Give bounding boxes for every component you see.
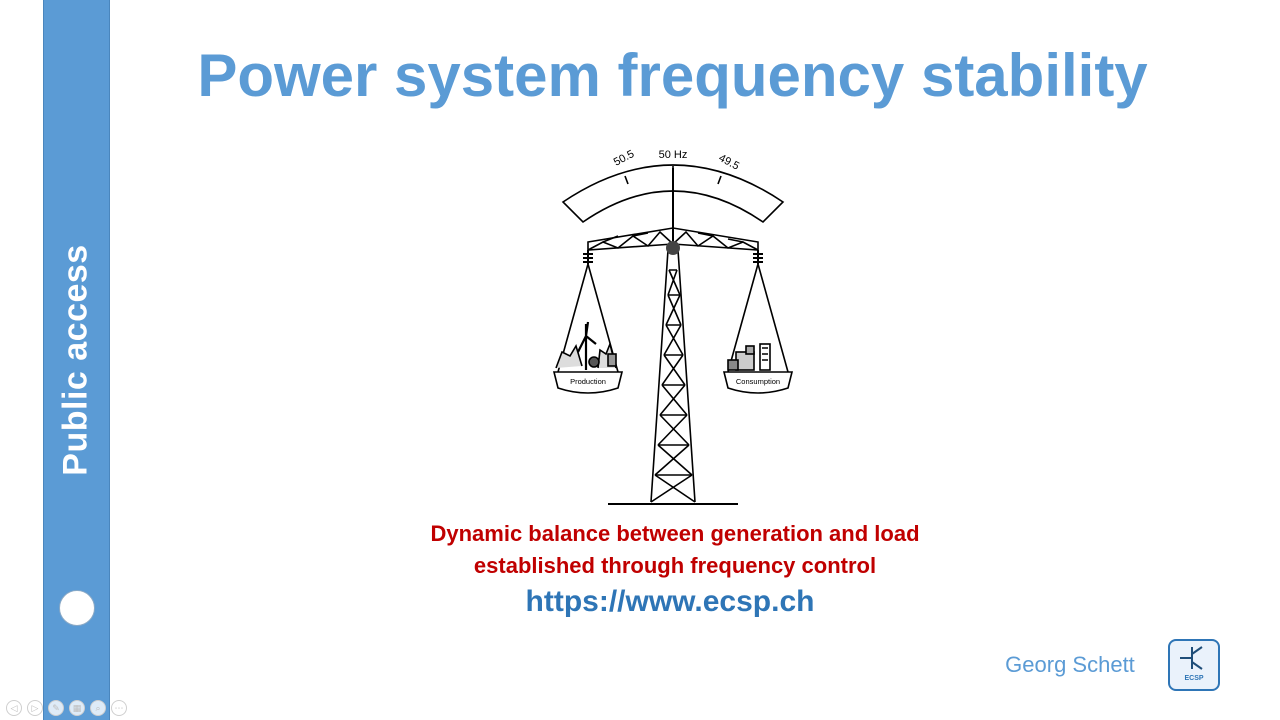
production-pan	[552, 371, 624, 394]
transmission-tower	[608, 249, 738, 505]
gauge-tick-49-5: 49.5	[717, 152, 742, 173]
prev-slide-icon[interactable]: ◁	[6, 700, 22, 716]
presentation-controls: ◁ ▷ ✎ ▦ ⌕ ⋯	[6, 698, 127, 718]
caption: Dynamic balance between generation and l…	[375, 518, 975, 582]
pivot-dot	[666, 241, 680, 255]
slides-icon[interactable]: ▦	[69, 700, 85, 716]
logo-label: ECSP	[1184, 675, 1204, 682]
zoom-icon[interactable]: ⌕	[90, 700, 106, 716]
side-circle	[59, 590, 95, 626]
pen-icon[interactable]: ✎	[48, 700, 64, 716]
author-name: Georg Schett	[1005, 652, 1135, 677]
production-items	[555, 321, 617, 370]
website-link[interactable]: https://www.ecsp.ch	[525, 585, 815, 618]
public-access-label: Public access	[56, 244, 95, 476]
gauge-tick-50hz: 50 Hz	[659, 149, 688, 161]
next-slide-icon[interactable]: ▷	[27, 700, 43, 716]
consumption-items	[727, 343, 771, 371]
frequency-gauge	[561, 164, 785, 224]
transistor-icon	[1180, 646, 1203, 670]
gauge-tick-50-5: 50.5	[612, 148, 637, 169]
right-pan-strings	[727, 263, 789, 373]
more-icon[interactable]: ⋯	[111, 700, 127, 716]
balance-tower-illustration: 50.5 50 Hz 49.5 Production Consumption	[552, 148, 794, 505]
production-label: Production	[570, 377, 606, 386]
consumption-label: Consumption	[736, 377, 780, 386]
caption-line-1: Dynamic balance between generation and l…	[430, 521, 920, 546]
caption-line-2: established through frequency control	[473, 553, 877, 578]
ecsp-logo: ECSP	[1168, 639, 1220, 691]
slide-title: Power system frequency stability	[197, 42, 1148, 109]
consumption-pan	[722, 371, 794, 394]
